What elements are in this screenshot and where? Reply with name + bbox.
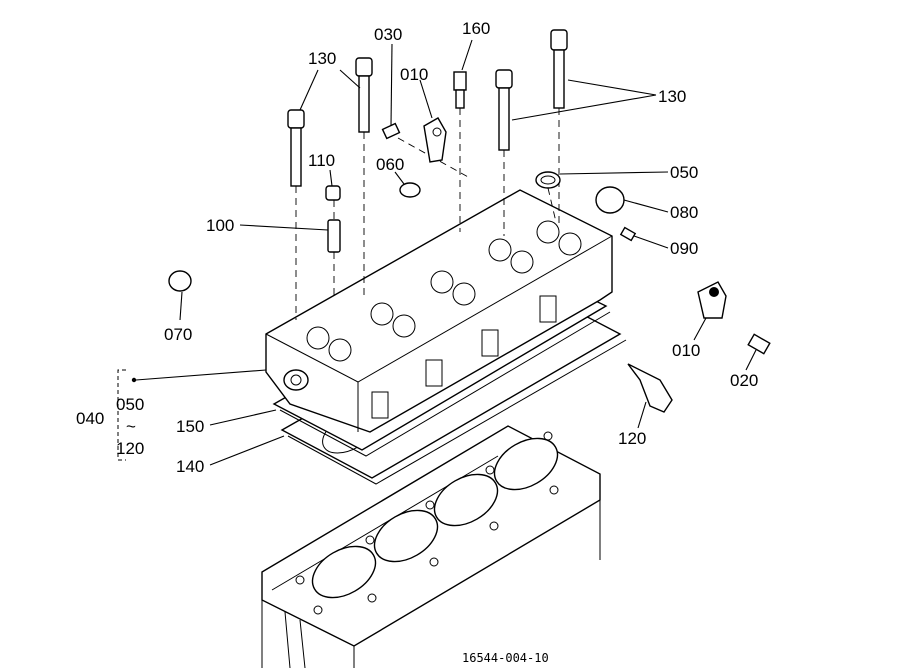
callout-130-right: 130 <box>658 87 686 106</box>
callout-160: 160 <box>462 19 490 38</box>
bracket-010-top <box>423 117 447 163</box>
cylinder-block <box>261 425 601 668</box>
callout-020: 020 <box>730 371 758 390</box>
fitting-090 <box>619 226 637 242</box>
callout-140: 140 <box>176 457 204 476</box>
callout-150: 150 <box>176 417 204 436</box>
plug-070 <box>168 270 192 292</box>
cylinder-head <box>265 189 613 433</box>
callout-labels: 130 030 160 010 130 110 060 050 080 100 … <box>76 19 758 476</box>
callout-090: 090 <box>670 239 698 258</box>
bracket-010-right <box>697 281 727 319</box>
plug-110 <box>325 185 341 201</box>
callout-110: 110 <box>308 151 335 170</box>
callout-010-top: 010 <box>400 65 428 84</box>
bolt-020 <box>747 333 771 355</box>
callout-040-separator: ~ <box>126 417 136 436</box>
pipe-100 <box>327 200 341 300</box>
callout-080: 080 <box>670 203 698 222</box>
leader-lines <box>117 39 757 466</box>
callout-070: 070 <box>164 325 192 344</box>
seal-060 <box>399 182 421 198</box>
callout-010-right: 010 <box>672 341 700 360</box>
callout-050: 050 <box>670 163 698 182</box>
callout-130-left: 130 <box>308 49 336 68</box>
callout-100: 100 <box>206 216 234 235</box>
callout-060: 060 <box>376 155 404 174</box>
plug-080 <box>595 186 625 214</box>
callout-120: 120 <box>618 429 646 448</box>
seal-050 <box>535 171 561 223</box>
callout-040: 040 <box>76 409 104 428</box>
callout-040-to: 120 <box>116 439 144 458</box>
callout-030: 030 <box>374 25 402 44</box>
callout-040-from: 050 <box>116 395 144 414</box>
stud-160 <box>453 71 467 232</box>
head-bolts-130 <box>287 29 568 320</box>
hanger-120 <box>627 363 673 413</box>
figure-code: 16544-004-10 <box>462 651 549 665</box>
part-marker-dot <box>131 377 137 383</box>
